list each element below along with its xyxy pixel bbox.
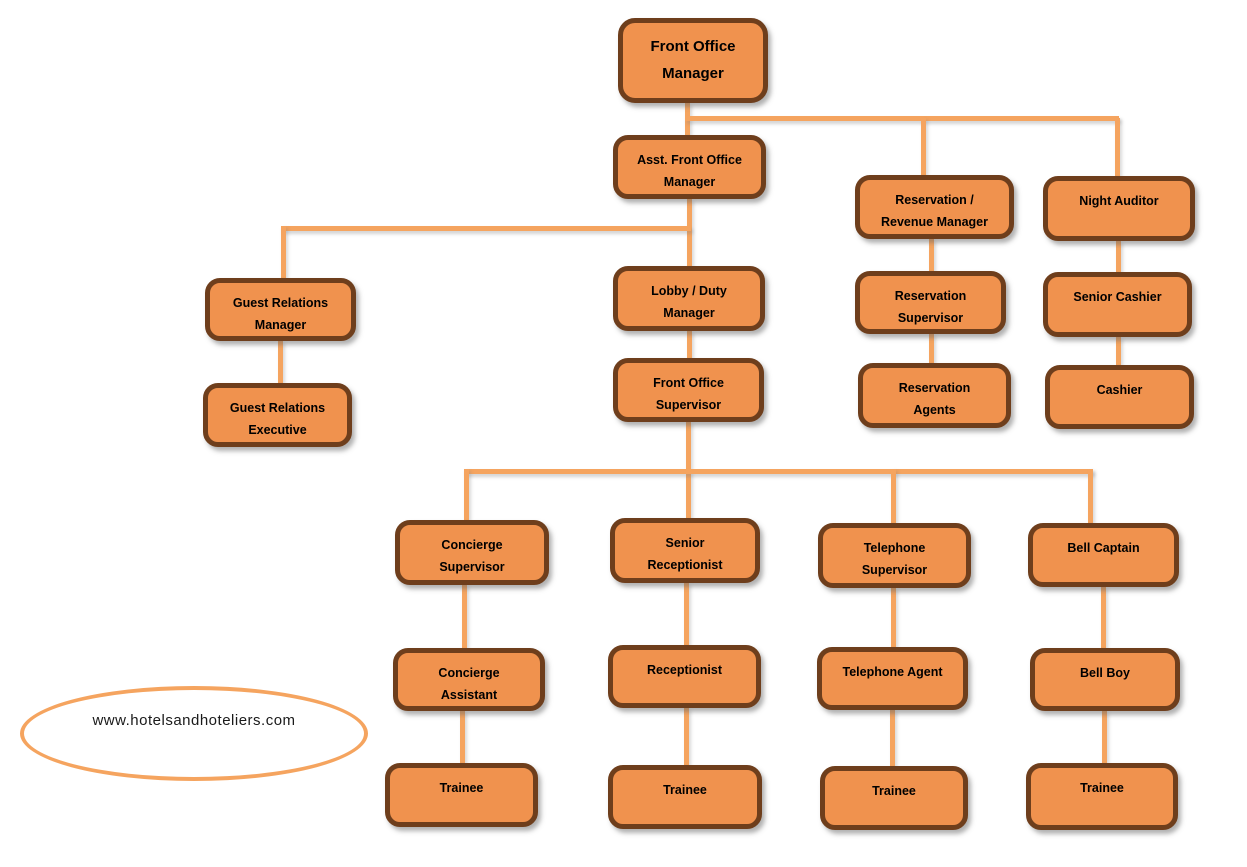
connector <box>1101 587 1106 648</box>
connector <box>684 708 689 765</box>
connector <box>687 331 692 358</box>
node-label: Supervisor <box>439 560 505 574</box>
connector <box>687 199 692 266</box>
node-concierge-supervisor: Concierge Supervisor <box>395 520 549 585</box>
connector <box>929 239 934 271</box>
node-label: Lobby / Duty <box>651 284 727 298</box>
node-label: Manager <box>663 175 716 189</box>
node-label: Revenue Manager <box>881 215 988 229</box>
node-label: Manager <box>662 65 724 82</box>
node-label: Supervisor <box>897 311 964 325</box>
node-label: Agents <box>913 403 956 417</box>
connector <box>891 588 896 647</box>
website-ellipse: www.hotelsandhoteliers.com <box>20 686 368 781</box>
node-label: Supervisor <box>861 563 928 577</box>
node-label: Concierge <box>438 666 500 680</box>
connector <box>281 226 691 231</box>
node-label: Guest Relations <box>232 296 329 310</box>
node-concierge-assistant: Concierge Assistant <box>393 648 545 711</box>
node-label: Assistant <box>440 688 498 702</box>
node-label: Trainee <box>663 783 707 797</box>
node-label: Front Office <box>650 38 736 55</box>
connector <box>684 583 689 645</box>
node-label: Trainee <box>439 781 484 795</box>
node-front-office-manager: Front Office Manager <box>618 18 768 103</box>
node-label: Executive <box>248 423 307 437</box>
node-label: Senior Cashier <box>1073 290 1162 304</box>
connector <box>929 334 934 363</box>
node-label: Trainee <box>1080 781 1124 795</box>
node-label: Supervisor <box>655 398 722 412</box>
connector <box>890 710 895 766</box>
node-receptionist: Receptionist <box>608 645 761 708</box>
connector <box>1102 711 1107 763</box>
node-guest-relations-executive: Guest Relations Executive <box>203 383 352 447</box>
node-asst-front-office-manager: Asst. Front Office Manager <box>613 135 766 199</box>
node-label: Bell Captain <box>1067 541 1140 555</box>
node-senior-receptionist: Senior Receptionist <box>610 518 760 583</box>
node-label: Telephone Agent <box>842 665 943 679</box>
connector <box>1116 337 1121 365</box>
node-bell-boy: Bell Boy <box>1030 648 1180 711</box>
node-reservation-supervisor: Reservation Supervisor <box>855 271 1006 334</box>
website-url: www.hotelsandhoteliers.com <box>92 712 296 729</box>
node-night-auditor: Night Auditor <box>1043 176 1195 241</box>
node-label: Bell Boy <box>1079 666 1130 680</box>
connector <box>1088 469 1093 523</box>
node-trainee-concierge: Trainee <box>385 763 538 827</box>
node-trainee-telephone: Trainee <box>820 766 968 830</box>
node-cashier: Cashier <box>1045 365 1194 429</box>
node-telephone-agent: Telephone Agent <box>817 647 968 710</box>
node-front-office-supervisor: Front Office Supervisor <box>613 358 764 422</box>
node-label: Receptionist <box>646 663 722 677</box>
node-label: Guest Relations <box>229 401 326 415</box>
connector <box>1116 241 1121 272</box>
node-label: Reservation <box>894 289 967 303</box>
node-label: Senior <box>665 536 705 550</box>
node-label: Reservation / <box>895 193 974 207</box>
node-reservation-revenue-manager: Reservation / Revenue Manager <box>855 175 1014 239</box>
node-guest-relations-manager: Guest Relations Manager <box>205 278 356 341</box>
connector <box>891 469 896 523</box>
connector <box>685 116 1119 121</box>
node-label: Reservation <box>898 381 971 395</box>
node-senior-cashier: Senior Cashier <box>1043 272 1192 337</box>
connector <box>921 118 926 175</box>
connector <box>1115 118 1120 176</box>
node-label: Front Office <box>653 376 724 390</box>
node-bell-captain: Bell Captain <box>1028 523 1179 587</box>
connector <box>464 469 469 520</box>
node-reservation-agents: Reservation Agents <box>858 363 1011 428</box>
node-label: Manager <box>663 306 715 320</box>
node-label: Night Auditor <box>1079 194 1159 208</box>
connector <box>464 469 1093 474</box>
node-trainee-reception: Trainee <box>608 765 762 829</box>
connector <box>278 341 283 383</box>
connector <box>281 226 286 278</box>
node-label: Asst. Front Office <box>637 153 742 167</box>
node-label: Telephone <box>863 541 926 555</box>
node-label: Manager <box>254 318 307 332</box>
node-trainee-bell: Trainee <box>1026 763 1178 830</box>
connector <box>462 585 467 648</box>
node-telephone-supervisor: Telephone Supervisor <box>818 523 971 588</box>
node-lobby-duty-manager: Lobby / Duty Manager <box>613 266 765 331</box>
connector <box>460 711 465 763</box>
node-label: Receptionist <box>647 558 723 572</box>
node-label: Cashier <box>1096 383 1143 397</box>
node-label: Concierge <box>441 538 503 552</box>
node-label: Trainee <box>872 784 916 798</box>
